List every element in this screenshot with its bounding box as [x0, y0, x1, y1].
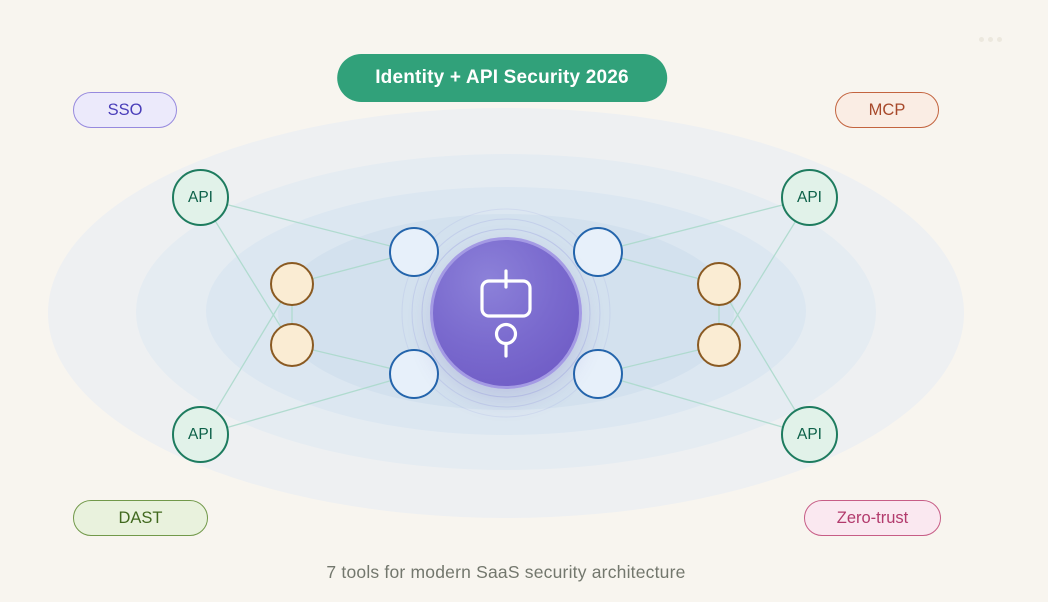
tag-dast: DAST [73, 500, 208, 536]
device-location-pin-icon [480, 269, 532, 358]
dot [988, 37, 993, 42]
connection-line [200, 197, 293, 346]
tag-zero-trust: Zero-trust [804, 500, 941, 536]
connection-line [597, 373, 811, 436]
gateway-node-top-right [573, 227, 623, 277]
orbit-rings [401, 208, 611, 418]
connection-line [200, 197, 415, 253]
identity-hub-node [430, 237, 582, 389]
dot [997, 37, 1002, 42]
caption: 7 tools for modern SaaS security archite… [326, 562, 686, 582]
gateway-node-bottom-right [573, 349, 623, 399]
gateway-node-bottom-left [389, 349, 439, 399]
tag-mcp: MCP [835, 92, 939, 128]
api-node-bottom-right: API [781, 406, 838, 463]
title-badge: Identity + API Security 2026 [337, 54, 667, 102]
connector-node-left-bottom [270, 323, 314, 367]
tag-sso: SSO [73, 92, 177, 128]
api-node-top-left: API [172, 169, 229, 226]
gateway-node-top-left [389, 227, 439, 277]
connection-line [200, 373, 415, 436]
connector-node-left-top [270, 262, 314, 306]
faint-dots-icon [979, 37, 1002, 42]
connector-node-right-bottom [697, 323, 741, 367]
api-node-top-right: API [781, 169, 838, 226]
connector-node-right-top [697, 262, 741, 306]
api-node-bottom-left: API [172, 406, 229, 463]
dot [979, 37, 984, 42]
connection-line [597, 197, 811, 253]
